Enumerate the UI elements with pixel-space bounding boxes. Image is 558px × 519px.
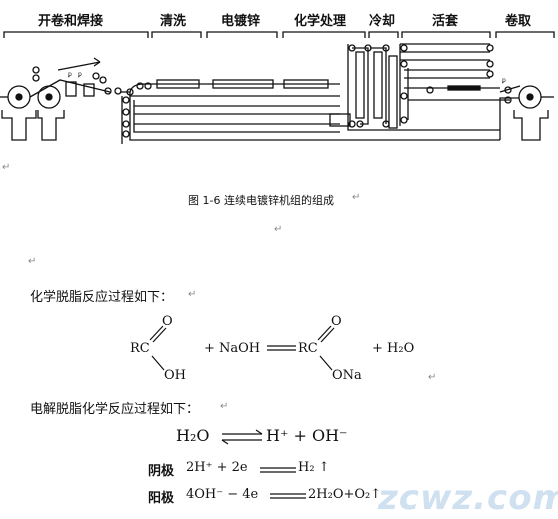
section-brackets bbox=[3, 31, 555, 38]
anode-label: 阳极 bbox=[148, 491, 175, 506]
section-label-chemical-treatment: 化学处理 bbox=[294, 14, 347, 29]
section-label-cooling: 冷却 bbox=[369, 14, 396, 29]
paragraph-mark: ↵ bbox=[28, 256, 37, 267]
svg-text:ꝑ: ꝑ bbox=[67, 71, 72, 78]
looper bbox=[399, 43, 510, 126]
cathode-right: H₂ ↑ bbox=[298, 460, 330, 475]
reaction1-left-rc: RC bbox=[130, 341, 150, 356]
section-label-cleaning: 清洗 bbox=[160, 14, 187, 29]
reaction1-left-o: O bbox=[162, 314, 173, 329]
tanks bbox=[156, 79, 351, 127]
paragraph-mark: ↵ bbox=[428, 372, 437, 383]
heading-chemical-degreasing: 化学脱脂反应过程如下： bbox=[30, 290, 174, 305]
paragraph-mark: ↵ bbox=[274, 224, 283, 235]
paragraph-mark: ↵ bbox=[188, 289, 197, 300]
reaction1-right-rc: RC bbox=[298, 341, 318, 356]
reaction1-left-oh: OH bbox=[164, 368, 186, 383]
section-label-uncoil-weld: 开卷和焊接 bbox=[38, 14, 104, 29]
uncoiler-area: ꝑ ꝑ bbox=[0, 57, 122, 141]
paragraph-mark: ↵ bbox=[220, 401, 229, 412]
heading-electrolytic-degreasing: 电解脱脂化学反应过程如下： bbox=[30, 402, 200, 417]
strip-path bbox=[120, 82, 500, 144]
eq-water-right: H⁺ + OH⁻ bbox=[266, 426, 348, 445]
reaction1-plus-water: + H₂O bbox=[372, 341, 415, 356]
equation-bonds bbox=[149, 325, 335, 499]
paragraph-mark: ↵ bbox=[2, 162, 11, 173]
reaction1-right-o: O bbox=[331, 314, 342, 329]
section-label-electro-galvanizing: 电镀锌 bbox=[221, 14, 261, 29]
reaction1-plus-naoh: + NaOH bbox=[204, 341, 261, 356]
cathode-label: 阴极 bbox=[148, 464, 175, 479]
figure-caption: 图 1-6 连续电镀锌机组的组成 bbox=[188, 194, 334, 207]
watermark-logo: zcwz.com bbox=[378, 478, 558, 518]
eq-water-left: H₂O bbox=[176, 426, 210, 445]
towers bbox=[347, 44, 500, 131]
section-label-recoiling: 卷取 bbox=[505, 14, 532, 29]
reaction1-right-ona: ONa bbox=[332, 368, 362, 383]
section-label-looper: 活套 bbox=[432, 14, 459, 29]
anode-left: 4OH⁻ − 4e bbox=[186, 487, 259, 502]
svg-text:ꝑ: ꝑ bbox=[501, 77, 506, 84]
cathode-left: 2H⁺ + 2e bbox=[186, 460, 248, 475]
svg-text:ꝑ: ꝑ bbox=[77, 71, 82, 78]
recoiler: ꝑ bbox=[499, 77, 554, 141]
anode-right: 2H₂O+O₂↑ bbox=[308, 487, 382, 502]
paragraph-mark: ↵ bbox=[352, 192, 361, 203]
